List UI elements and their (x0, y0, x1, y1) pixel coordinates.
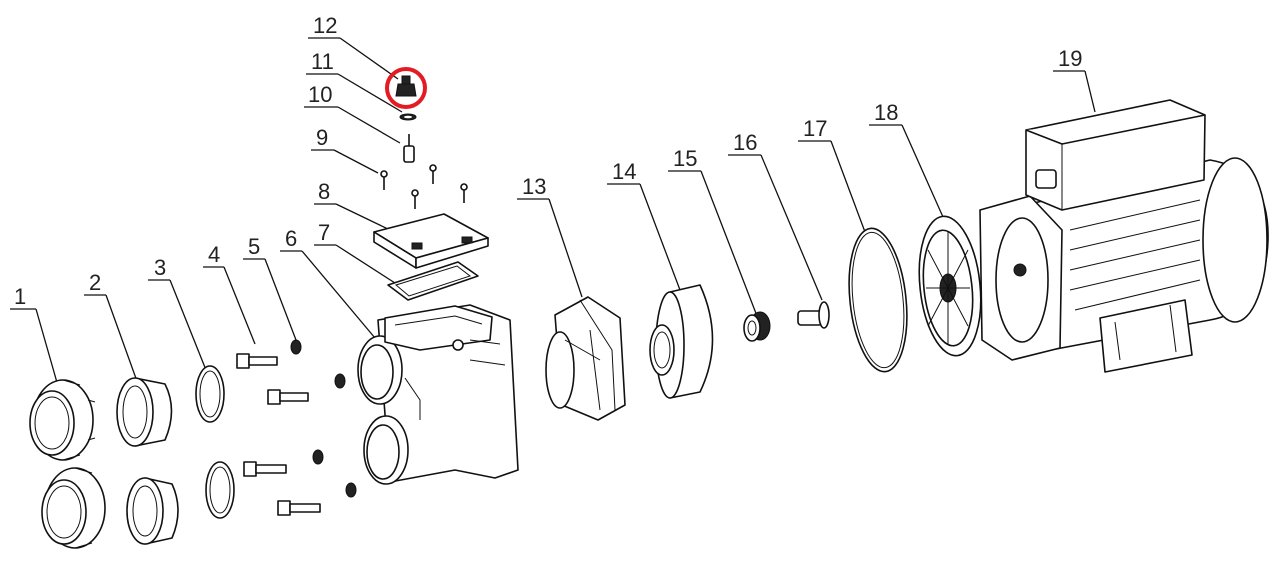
callout-19: 19 (1053, 46, 1096, 113)
part-14-impeller (649, 284, 714, 399)
label-7: 7 (318, 220, 330, 245)
part-4-bolts (236, 353, 321, 516)
part-13-diffuser (545, 296, 626, 421)
callout-3: 3 (148, 255, 207, 371)
label-6: 6 (285, 226, 297, 251)
highlight-circle (385, 67, 427, 109)
label-13: 13 (522, 174, 546, 199)
label-3: 3 (154, 255, 166, 280)
part-12-drain-plug (385, 67, 427, 109)
label-16: 16 (733, 130, 757, 155)
label-5: 5 (248, 234, 260, 259)
part-10-stem (403, 134, 415, 163)
part-17-large-o-ring (848, 227, 908, 373)
part-3-o-rings (195, 365, 235, 519)
callout-6: 6 (280, 226, 376, 339)
part-7-gasket (387, 261, 479, 301)
callout-4: 4 (203, 242, 256, 345)
label-2: 2 (89, 270, 101, 295)
callout-11: 11 (306, 49, 403, 113)
callout-2: 2 (84, 270, 139, 385)
label-11: 11 (311, 49, 334, 74)
label-1: 1 (14, 284, 26, 309)
callout-8: 8 (314, 179, 391, 231)
part-8-lid (373, 213, 489, 269)
part-19-motor (979, 99, 1269, 373)
label-9: 9 (316, 125, 328, 150)
part-16-sleeve (797, 301, 830, 329)
callout-16: 16 (728, 130, 823, 301)
label-12: 12 (313, 13, 337, 38)
label-18: 18 (874, 100, 898, 125)
callout-7: 7 (314, 220, 396, 284)
callout-5: 5 (243, 234, 297, 341)
part-2-tail-pieces (116, 377, 179, 545)
callout-12: 12 (308, 13, 399, 80)
callout-18: 18 (869, 100, 944, 218)
part-18-seal-plate (918, 215, 982, 357)
part-9-screws (380, 164, 468, 209)
callout-10: 10 (304, 82, 401, 144)
label-19: 19 (1058, 46, 1082, 71)
callout-13: 13 (517, 174, 583, 298)
part-5-nuts (290, 339, 357, 498)
callout-1: 1 (10, 284, 59, 387)
label-4: 4 (208, 242, 220, 267)
label-17: 17 (803, 116, 827, 141)
label-10: 10 (308, 82, 332, 107)
part-11-washer (399, 113, 417, 121)
label-8: 8 (318, 179, 330, 204)
part-15-seal (743, 311, 771, 342)
callout-15: 15 (668, 146, 758, 317)
callout-17: 17 (798, 116, 866, 233)
callout-9: 9 (311, 125, 379, 174)
label-15: 15 (673, 146, 697, 171)
part-1-union-nuts (29, 379, 106, 549)
callout-14: 14 (607, 159, 681, 291)
label-14: 14 (612, 159, 636, 184)
part-6-pump-housing (357, 304, 519, 485)
